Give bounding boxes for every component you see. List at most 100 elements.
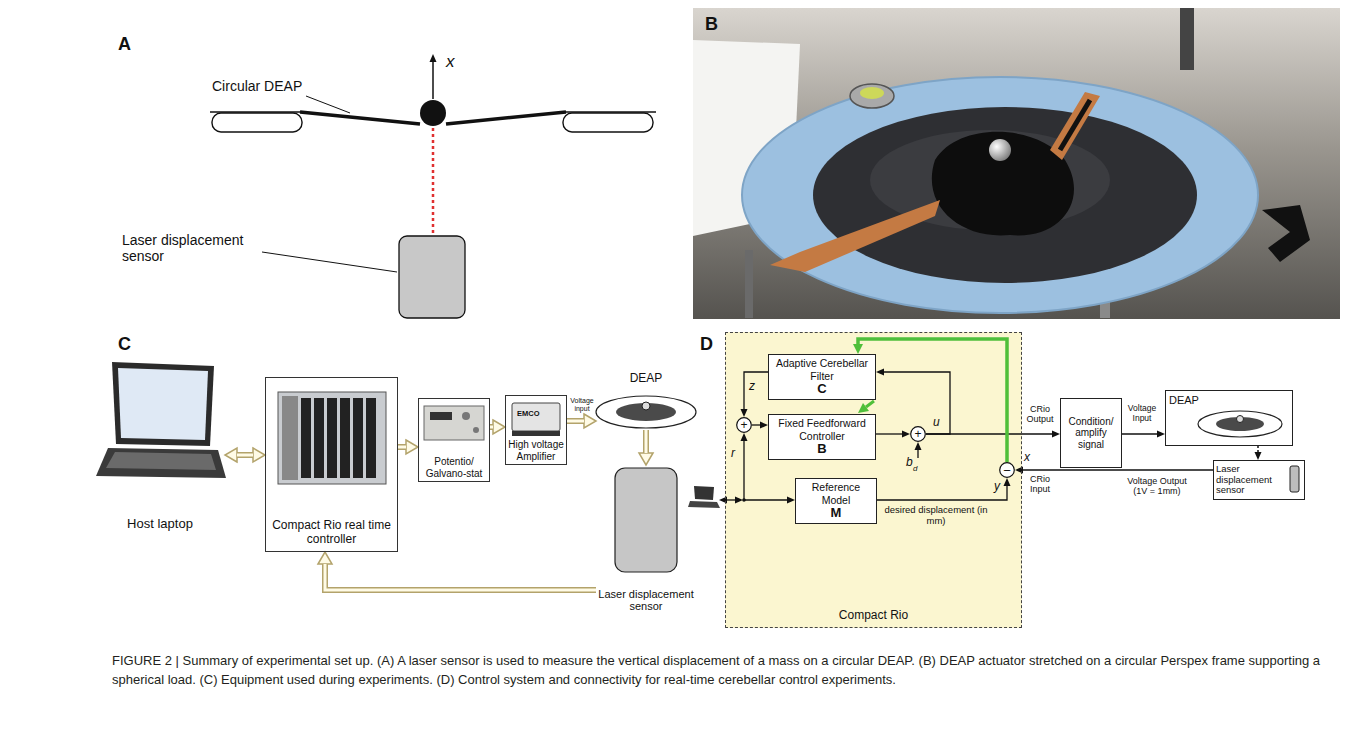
part-label: Circular DEAP	[212, 78, 302, 94]
connector-line	[1257, 446, 1259, 452]
node-text: DEAP	[1169, 394, 1199, 407]
amplifier-picture	[512, 403, 560, 431]
connector	[858, 339, 1007, 462]
deap-cross-section	[446, 112, 566, 124]
deap-cross-section	[262, 252, 397, 272]
axis-symbol: x	[446, 52, 455, 72]
connector	[744, 372, 768, 409]
laptop-icon	[694, 486, 714, 500]
connector-line	[1023, 469, 1213, 470]
connector-line	[237, 454, 253, 457]
node-text: Reference Model	[798, 481, 874, 505]
connector	[237, 455, 253, 456]
amplifier-box: High voltage Amplifier	[505, 395, 567, 465]
signal-subscript: d	[913, 464, 917, 473]
connector-line	[876, 433, 902, 434]
potentiostat-box: Potentio/ Galvano-stat	[418, 398, 490, 482]
node-text: Compact Rio real time controller	[270, 519, 393, 547]
controller-picture	[282, 396, 298, 480]
actuator-photo	[813, 107, 1197, 283]
laptop-icon	[688, 501, 720, 508]
controller-picture	[366, 398, 376, 478]
signal-name: u	[933, 416, 940, 430]
signal-wire	[727, 499, 735, 500]
filter-box: Adaptive Cerebellar FilterC	[768, 354, 876, 400]
connector-line	[325, 564, 596, 590]
device-brand: EMCO	[517, 410, 540, 419]
controller-region: Compact Rio Adaptive Cerebellar FilterC Fi…	[725, 332, 1022, 628]
actuator-photo	[693, 8, 1340, 319]
deap-cross-section	[399, 236, 465, 318]
node-text: High voltage Amplifier	[508, 439, 564, 462]
junction-circle	[737, 418, 752, 433]
sensor-box: Laser displacement sensor	[1213, 460, 1305, 500]
signal-wire	[743, 441, 744, 500]
controller-picture	[301, 398, 311, 478]
actuator-photo	[1050, 92, 1100, 160]
signal-note: desired displacement (in mm)	[884, 505, 988, 527]
connector	[877, 486, 1007, 500]
laptop-icon	[106, 452, 216, 470]
controller-picture	[278, 392, 386, 484]
sensor-picture	[1290, 466, 1299, 492]
laptop-node: Host laptop	[95, 362, 225, 534]
signal-name: b	[906, 456, 913, 470]
deap-box: DEAP	[1165, 390, 1293, 446]
node-symbol: B	[817, 442, 826, 457]
node-symbol: C	[817, 382, 826, 397]
sensor-picture	[615, 468, 677, 572]
deap-picture	[1237, 416, 1244, 423]
node-text: Laser displacement sensor	[598, 588, 694, 613]
node-text: Condition/ amplify signal	[1063, 416, 1119, 451]
potentiostat-picture	[462, 412, 470, 420]
amplifier-picture	[512, 403, 560, 436]
connector-line	[752, 424, 760, 425]
actuator-photo	[989, 139, 1011, 161]
conditioner-box: Condition/ amplify signal	[1060, 398, 1122, 468]
actuator-photo	[850, 84, 894, 108]
connector-line	[744, 372, 768, 409]
node-text: Potentio/ Galvano-stat	[421, 456, 487, 479]
connector	[884, 372, 950, 434]
controller-box: Fixed Feedforward ControllerB	[768, 414, 876, 460]
actuator-photo	[1262, 205, 1310, 262]
connector	[752, 425, 760, 426]
connector	[398, 447, 406, 448]
junction-circle	[1000, 463, 1015, 478]
potentiostat-picture	[430, 412, 452, 420]
deap-picture	[596, 396, 696, 428]
connector-line	[567, 418, 584, 424]
connector-line	[398, 444, 406, 450]
signal-wire	[917, 450, 918, 458]
connector-line	[567, 420, 584, 423]
port-label: CRio Input	[1024, 474, 1056, 495]
panel-letter: B	[705, 14, 718, 35]
sum-junction: +	[910, 426, 926, 442]
deap-picture	[1198, 411, 1282, 437]
connector-line	[398, 446, 406, 449]
panel-letter: A	[118, 34, 131, 55]
model-box: Reference ModelM	[795, 478, 877, 524]
actuator-photo	[742, 77, 1258, 313]
controller-picture	[340, 398, 350, 478]
connector	[646, 430, 647, 453]
controller-region-fill	[725, 332, 1022, 628]
deap-cross-section	[300, 112, 420, 124]
connector-line	[490, 424, 493, 430]
node-text: −	[1003, 464, 1011, 477]
actuator-photo	[770, 200, 940, 272]
laptop-icon	[112, 362, 214, 446]
node-text: Fixed Feedforward Controller	[771, 417, 873, 441]
part-label: Laser displacement sensor	[122, 232, 262, 264]
edge-label: Voltage Input	[1124, 404, 1160, 424]
learning-arrow	[866, 401, 874, 407]
node-text: Laser displacement sensor	[1216, 464, 1286, 497]
deap-picture	[616, 403, 676, 421]
node-symbol: M	[831, 506, 842, 521]
connector-line	[858, 339, 1007, 462]
sensor-node: Laser displacement sensor	[596, 465, 696, 615]
node-text: Compact Rio	[839, 609, 908, 623]
sum-junction: +	[736, 417, 752, 433]
